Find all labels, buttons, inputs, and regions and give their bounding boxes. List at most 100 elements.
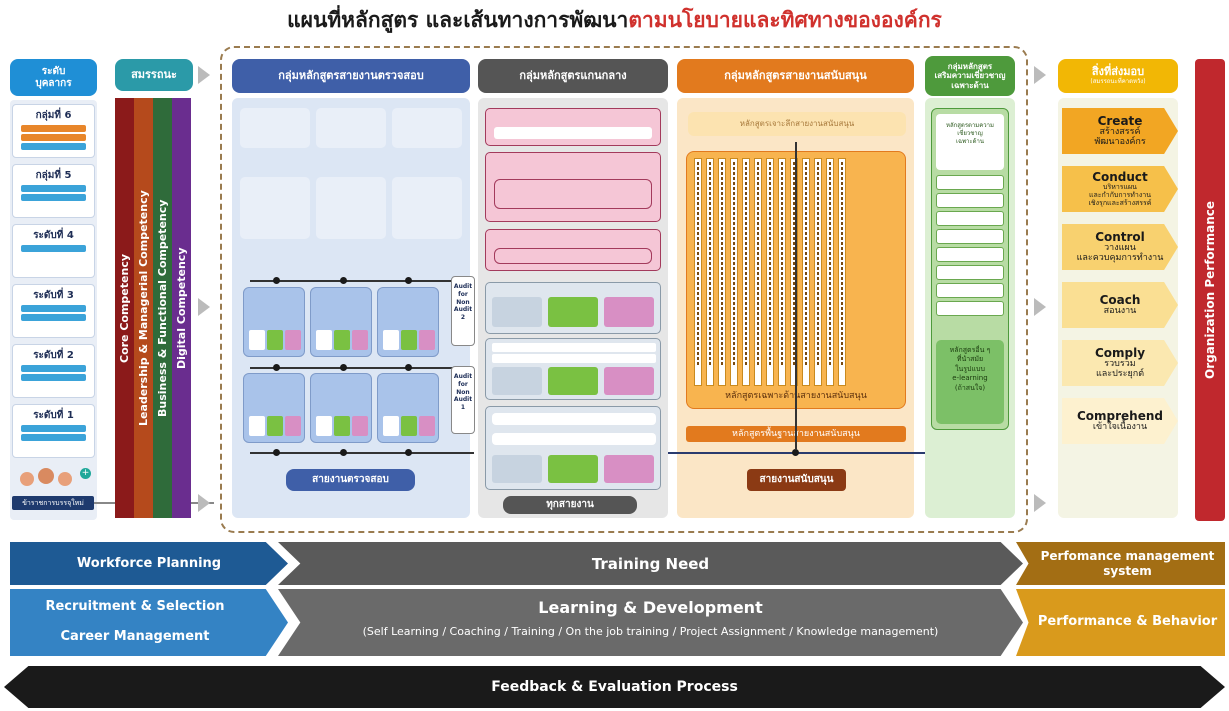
deliverable-subtitle: สร้างสรรค์ พัฒนาองค์กร: [1094, 127, 1146, 147]
deliverable-title: Control: [1095, 230, 1145, 245]
enhance-course-item: [936, 247, 1004, 262]
recruitment-career-band: [10, 589, 288, 656]
performance-management-system: Perfomance management system: [1016, 542, 1225, 585]
support-course-strip: [706, 158, 714, 386]
core-footer: ทุกสายงาน: [503, 496, 637, 514]
support-footer: สายงานสนับสนุน: [747, 469, 846, 491]
course-chip: [285, 330, 301, 350]
deliverable-title: Comprehend: [1076, 409, 1163, 424]
audit-course-block: [377, 287, 439, 357]
level-card: ระดับที่ 3: [12, 284, 95, 338]
course-chip: [267, 330, 283, 350]
position-pill: [21, 134, 86, 141]
position-pill: [21, 314, 86, 321]
core-course-item: [492, 343, 656, 352]
core-course-item: [494, 179, 652, 209]
core-course-item: [492, 354, 656, 363]
avatar: [38, 468, 54, 484]
learning-band: [278, 589, 1023, 656]
node-dot: [405, 277, 412, 284]
audit-course-block: [377, 373, 439, 443]
arrow-icon: [1034, 298, 1046, 316]
connector-line: [668, 452, 973, 454]
course-chip: [249, 416, 265, 436]
audit-for-non-audit-2: Audit for Non Audit 2: [451, 276, 475, 346]
audit-for-non-audit-1: Audit for Non Audit 1: [451, 366, 475, 434]
enhance-course-item: [936, 229, 1004, 244]
deliverable-subtitle: บริหารแผน และกำกับการทำงาน เชิงรุกและสร้…: [1088, 183, 1152, 207]
workforce-planning: Workforce Planning: [10, 542, 288, 585]
course-chip: [352, 416, 368, 436]
learning-methods: (Self Learning / Coaching / Training / O…: [362, 625, 939, 638]
enhance-course-item: [936, 175, 1004, 190]
enhance-group-header: กลุ่มหลักสูตร เสริมความเชี่ยวชาญ เฉพาะด้…: [925, 56, 1015, 96]
feedback-evaluation: Feedback & Evaluation Process: [4, 666, 1225, 708]
deliverable-title: Create: [1097, 114, 1143, 129]
node-dot: [273, 449, 280, 456]
audit-mid-block: [240, 177, 310, 239]
node-dot: [340, 277, 347, 284]
personnel-level-header: ระดับ บุคลากร: [10, 59, 97, 96]
avatar: [58, 472, 72, 486]
deliverable-title: Coach: [1099, 293, 1141, 308]
deliverable-header: สิ่งที่ส่งมอบ (สมรรถนะที่คาดหวัง): [1058, 59, 1178, 93]
career-management: Career Management: [60, 628, 210, 644]
course-chip: [334, 416, 350, 436]
level-card: ระดับที่ 2: [12, 344, 95, 398]
core-course-item: [492, 413, 656, 425]
deliverable-title: Comply: [1094, 346, 1146, 361]
arrow-icon: [198, 298, 210, 316]
support-course-strip: [838, 158, 846, 386]
learning-development: Learning & Development: [538, 597, 763, 617]
audit-top-block: [392, 108, 462, 148]
course-chip: [285, 416, 301, 436]
connector-line: [250, 452, 474, 454]
level-label: ระดับที่ 2: [33, 350, 74, 361]
core-course-item: [492, 297, 542, 327]
support-course-strip: [730, 158, 738, 386]
audit-top-block: [240, 108, 310, 148]
node-dot: [273, 364, 280, 371]
support-course-strip: [694, 158, 702, 386]
arrow-icon: [198, 494, 210, 512]
position-pill: [21, 245, 86, 252]
position-pill: [21, 434, 86, 441]
plus-icon: +: [80, 468, 91, 479]
core-course-block: [485, 108, 661, 146]
arrow-icon: [198, 66, 210, 84]
competency-bar: Digital Competency: [172, 98, 191, 518]
level-label: กลุ่มที่ 6: [35, 110, 72, 121]
support-course-strip: [718, 158, 726, 386]
audit-group-header: กลุ่มหลักสูตรสายงานตรวจสอบ: [232, 59, 470, 93]
course-chip: [352, 330, 368, 350]
training-need: Training Need: [278, 542, 1023, 585]
audit-course-block: [243, 373, 305, 443]
support-course-strip: [814, 158, 822, 386]
node-dot: [405, 449, 412, 456]
enhance-items: [931, 172, 1009, 316]
position-pill: [21, 305, 86, 312]
audit-course-block: [310, 287, 372, 357]
core-course-item: [494, 127, 652, 139]
node-dot: [273, 277, 280, 284]
competency-bar: Leadership & Managerial Competency: [134, 98, 153, 518]
node-dot: [792, 449, 799, 456]
avatar: [20, 472, 34, 486]
org-performance-bar: Organization Performance: [1195, 59, 1225, 521]
deliverable-subtitle: วางแผน และควบคุมการทำงาน: [1076, 243, 1164, 263]
deliverable-title: Conduct: [1092, 170, 1148, 185]
course-chip: [383, 330, 399, 350]
core-course-item: [548, 455, 598, 483]
support-course-strip: [766, 158, 774, 386]
level-label: ระดับที่ 1: [33, 410, 74, 421]
core-course-item: [604, 455, 654, 483]
connector-line: [250, 367, 474, 369]
deliverable-subtitle: สอนงาน: [1103, 306, 1137, 317]
position-pill: [21, 194, 86, 201]
connector-line: [250, 280, 474, 282]
